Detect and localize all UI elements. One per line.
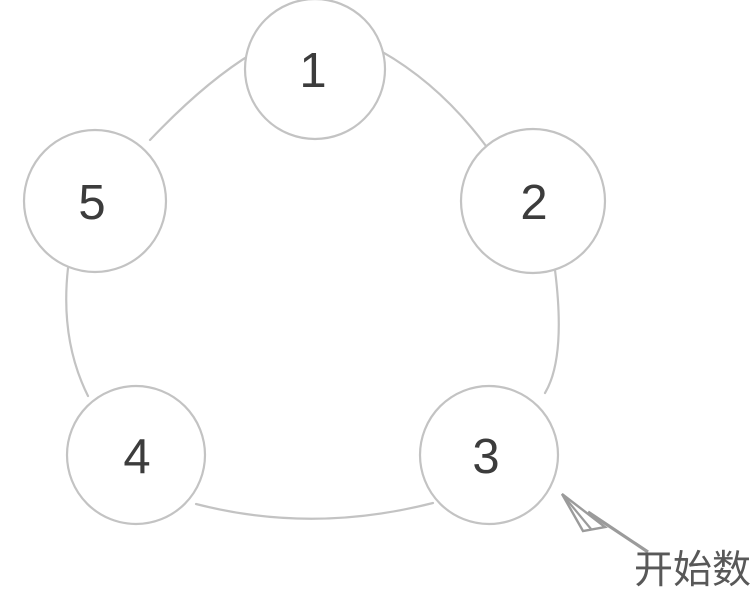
node-label-3: 3 xyxy=(472,430,499,484)
node-label-2: 2 xyxy=(520,176,547,230)
node-circle-2[interactable] xyxy=(459,127,607,275)
ring-edges xyxy=(65,48,560,520)
node-label-1: 1 xyxy=(299,44,326,98)
arrow-head-inner-line xyxy=(561,493,592,530)
arrow-shaft xyxy=(587,510,649,554)
edge-2-to-3 xyxy=(543,268,560,395)
start-pointer-arrow xyxy=(560,493,649,554)
ring-nodes xyxy=(22,0,607,526)
arrow-head-icon xyxy=(560,493,608,533)
edge-4-to-5 xyxy=(65,266,90,398)
edge-5-to-1 xyxy=(148,51,255,142)
node-circle-4[interactable] xyxy=(65,384,207,526)
node-label-4: 4 xyxy=(123,430,150,484)
node-circle-3[interactable] xyxy=(418,384,560,526)
node-circle-1[interactable] xyxy=(243,0,387,141)
ring-node-labels: 1 2 3 4 5 xyxy=(78,44,547,484)
node-circle-5[interactable] xyxy=(22,128,168,274)
edge-1-to-2 xyxy=(377,48,488,148)
edge-3-to-4 xyxy=(194,501,435,520)
node-label-5: 5 xyxy=(78,176,105,230)
start-label: 开始数 xyxy=(634,548,751,593)
